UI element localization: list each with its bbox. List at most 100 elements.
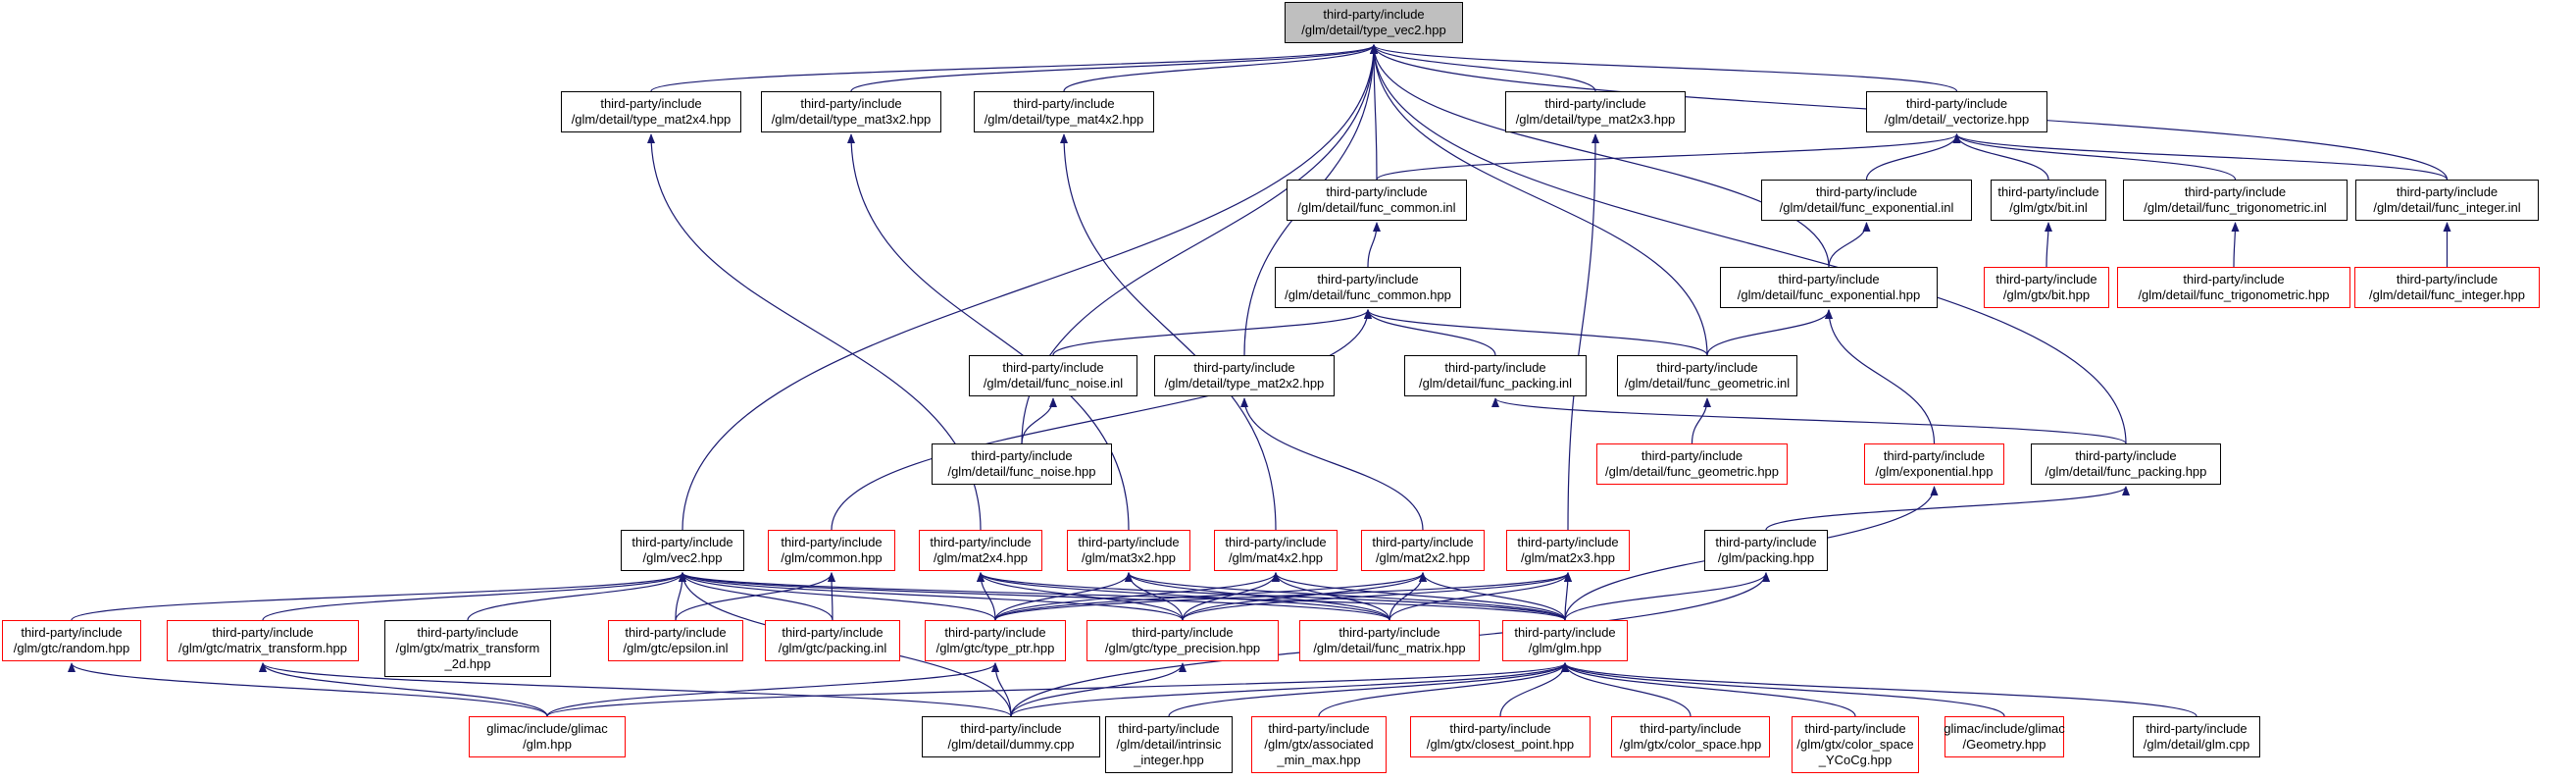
node-label-line: third-party/include: [1656, 360, 1758, 375]
graph-node-vect[interactable]: third-party/include/glm/detail/_vectoriz…: [1866, 91, 2047, 132]
node-label-line: third-party/include: [781, 535, 883, 549]
edge-fgeoinl-to-fexphpp: [1706, 309, 1833, 356]
edge-colorspace-to-glm: [1561, 662, 1692, 717]
node-label-line: /glm/mat4x2.hpp: [1228, 550, 1324, 565]
node-label-line: third-party/include: [1640, 721, 1742, 736]
edge-mat2x2-to-m22: [1240, 397, 1424, 531]
node-label-line: /glm/gtx/matrix_transform: [395, 641, 540, 655]
graph-node-ftriginl[interactable]: third-party/include/glm/detail/func_trig…: [2123, 180, 2348, 221]
edge-gtxbitinl-to-vect: [1952, 133, 2049, 181]
edge-typeprec-to-vec2: [679, 572, 1184, 621]
graph-node-typeptr[interactable]: third-party/include/glm/gtc/type_ptr.hpp: [925, 620, 1066, 661]
graph-node-epsilon[interactable]: third-party/include/glm/gtc/epsilon.inl: [608, 620, 743, 661]
edge-fpackinl-to-fchpp: [1364, 309, 1496, 356]
graph-node-fgeohpp[interactable]: third-party/include/glm/detail/func_geom…: [1596, 443, 1788, 485]
graph-node-mtrans2d[interactable]: third-party/include/glm/gtx/matrix_trans…: [384, 620, 551, 677]
graph-node-vec2[interactable]: third-party/include/glm/vec2.hpp: [621, 530, 744, 571]
edge-gtcpack-to-vec2: [679, 572, 833, 621]
edge-typeprec-to-mat2x3: [1182, 572, 1572, 621]
node-label-line: _integer.hpp: [1134, 753, 1204, 767]
node-label-line: /glm/detail/func_matrix.hpp: [1313, 641, 1466, 655]
edge-glimacglm-to-glm: [546, 662, 1569, 717]
graph-node-common[interactable]: third-party/include/glm/common.hpp: [768, 530, 895, 571]
graph-node-fpackinl[interactable]: third-party/include/glm/detail/func_pack…: [1404, 355, 1587, 396]
edge-ycocg-to-glm: [1561, 662, 1856, 717]
graph-node-assoc[interactable]: third-party/include/glm/gtx/associated_m…: [1251, 716, 1387, 773]
graph-node-typeprec[interactable]: third-party/include/glm/gtc/type_precisi…: [1086, 620, 1279, 661]
edge-glm-to-mat2x3: [1563, 572, 1572, 621]
edge-random-to-vec2: [71, 572, 686, 621]
graph-node-fmatrix[interactable]: third-party/include/glm/detail/func_matr…: [1299, 620, 1480, 661]
edge-fexphpp-to-root: [1370, 44, 1830, 268]
graph-node-m42[interactable]: third-party/include/glm/detail/type_mat4…: [974, 91, 1154, 132]
edge-fpackhpp-to-fpackinl: [1491, 397, 2127, 444]
graph-node-fintinl[interactable]: third-party/include/glm/detail/func_inte…: [2355, 180, 2539, 221]
graph-node-intrinsic[interactable]: third-party/include/glm/detail/intrinsic…: [1105, 716, 1233, 773]
edge-glm-to-mat3x2: [1125, 572, 1566, 621]
graph-node-root[interactable]: third-party/include/glm/detail/type_vec2…: [1285, 2, 1463, 43]
node-label-line: /glm/detail/func_integer.inl: [2373, 200, 2521, 215]
graph-node-m22[interactable]: third-party/include/glm/detail/type_mat2…: [1154, 355, 1335, 396]
graph-node-gtxbithpp[interactable]: third-party/include/glm/gtx/bit.hpp: [1984, 267, 2109, 308]
node-label-line: /glm/detail/type_mat2x4.hpp: [571, 112, 732, 127]
node-label-line: third-party/include: [1997, 184, 2099, 199]
graph-node-closest[interactable]: third-party/include/glm/gtx/closest_poin…: [1410, 716, 1591, 757]
graph-node-exphpp[interactable]: third-party/include/glm/exponential.hpp: [1864, 443, 2004, 485]
node-label-line: /glm/detail/func_common.hpp: [1285, 287, 1451, 302]
graph-node-m24[interactable]: third-party/include/glm/detail/type_mat2…: [561, 91, 741, 132]
graph-node-dummy[interactable]: third-party/include/glm/detail/dummy.cpp: [922, 716, 1100, 757]
graph-node-ftrighpp[interactable]: third-party/include/glm/detail/func_trig…: [2117, 267, 2350, 308]
graph-node-mtrans[interactable]: third-party/include/glm/gtc/matrix_trans…: [167, 620, 359, 661]
graph-node-glimacglm[interactable]: glimac/include/glimac/glm.hpp: [469, 716, 626, 757]
graph-node-finthpp[interactable]: third-party/include/glm/detail/func_inte…: [2354, 267, 2540, 308]
edge-typeprec-to-mat2x4: [977, 572, 1184, 621]
graph-node-geometry[interactable]: glimac/include/glimac/Geometry.hpp: [1944, 716, 2065, 757]
graph-node-fgeoinl[interactable]: third-party/include/glm/detail/func_geom…: [1617, 355, 1797, 396]
node-label-line: third-party/include: [1905, 96, 2008, 111]
graph-node-glmcpp[interactable]: third-party/include/glm/detail/glm.cpp: [2133, 716, 2260, 757]
node-label-line: third-party/include: [2146, 721, 2248, 736]
node-label-line: /glm/exponential.hpp: [1875, 464, 1994, 479]
graph-node-m23[interactable]: third-party/include/glm/detail/type_mat2…: [1505, 91, 1686, 132]
graph-node-fnoisehpp[interactable]: third-party/include/glm/detail/func_nois…: [932, 443, 1112, 485]
edge-ftrighpp-to-ftriginl: [2231, 222, 2240, 268]
graph-node-mat4x2[interactable]: third-party/include/glm/mat4x2.hpp: [1214, 530, 1338, 571]
node-label-line: third-party/include: [1317, 272, 1419, 286]
node-label-line: /glm/detail/func_noise.inl: [983, 376, 1124, 390]
edge-glmcpp-to-glm: [1561, 662, 2197, 717]
graph-node-mat2x4[interactable]: third-party/include/glm/mat2x4.hpp: [919, 530, 1042, 571]
edge-dummy-to-glm: [1010, 662, 1569, 717]
graph-node-glm[interactable]: third-party/include/glm/glm.hpp: [1502, 620, 1628, 661]
edge-m42-to-root: [1063, 44, 1378, 92]
graph-node-fcinl[interactable]: third-party/include/glm/detail/func_comm…: [1287, 180, 1467, 221]
graph-node-mat2x2[interactable]: third-party/include/glm/mat2x2.hpp: [1361, 530, 1485, 571]
graph-node-gtcpack[interactable]: third-party/include/glm/gtc/packing.inl: [765, 620, 900, 661]
node-label-line: /glm/gtx/bit.inl: [2009, 200, 2088, 215]
graph-node-gtxbitinl[interactable]: third-party/include/glm/gtx/bit.inl: [1991, 180, 2106, 221]
node-label-line: third-party/include: [944, 625, 1046, 640]
graph-node-fexphpp[interactable]: third-party/include/glm/detail/func_expo…: [1720, 267, 1938, 308]
graph-node-m32[interactable]: third-party/include/glm/detail/type_mat3…: [761, 91, 941, 132]
graph-node-fpackhpp[interactable]: third-party/include/glm/detail/func_pack…: [2031, 443, 2221, 485]
graph-node-fchpp[interactable]: third-party/include/glm/detail/func_comm…: [1275, 267, 1461, 308]
edge-fnoiseinl-to-fchpp: [1052, 309, 1372, 356]
graph-node-fnoiseinl[interactable]: third-party/include/glm/detail/func_nois…: [969, 355, 1137, 396]
graph-node-mat3x2[interactable]: third-party/include/glm/mat3x2.hpp: [1067, 530, 1190, 571]
node-label-line: third-party/include: [21, 625, 123, 640]
graph-node-colorspace[interactable]: third-party/include/glm/gtx/color_space.…: [1611, 716, 1770, 757]
edge-gtxbithpp-to-gtxbitinl: [2044, 222, 2052, 268]
node-label-line: /glm/detail/type_vec2.hpp: [1301, 23, 1446, 37]
graph-node-mat2x3[interactable]: third-party/include/glm/mat2x3.hpp: [1506, 530, 1630, 571]
edge-typeptr-to-mat2x2: [994, 572, 1427, 621]
node-label-line: third-party/include: [2396, 272, 2499, 286]
node-label-line: third-party/include: [800, 96, 902, 111]
graph-node-random[interactable]: third-party/include/glm/gtc/random.hpp: [2, 620, 141, 661]
graph-node-fexpinl[interactable]: third-party/include/glm/detail/func_expo…: [1761, 180, 1972, 221]
node-label-line: third-party/include: [1193, 360, 1295, 375]
node-label-line: third-party/include: [1323, 7, 1425, 22]
graph-node-packing[interactable]: third-party/include/glm/packing.hpp: [1704, 530, 1828, 571]
graph-node-ycocg[interactable]: third-party/include/glm/gtx/color_space_…: [1792, 716, 1919, 773]
edge-fpackhpp-to-root: [1370, 44, 2127, 444]
edge-glimacglm-to-random: [68, 662, 548, 717]
